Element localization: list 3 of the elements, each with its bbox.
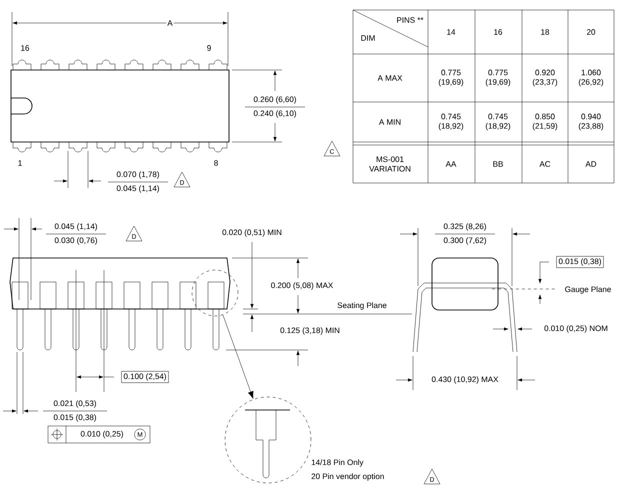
detail-circle: [192, 270, 238, 316]
detail-circle: [224, 396, 312, 484]
leader-arrow: [222, 314, 254, 399]
